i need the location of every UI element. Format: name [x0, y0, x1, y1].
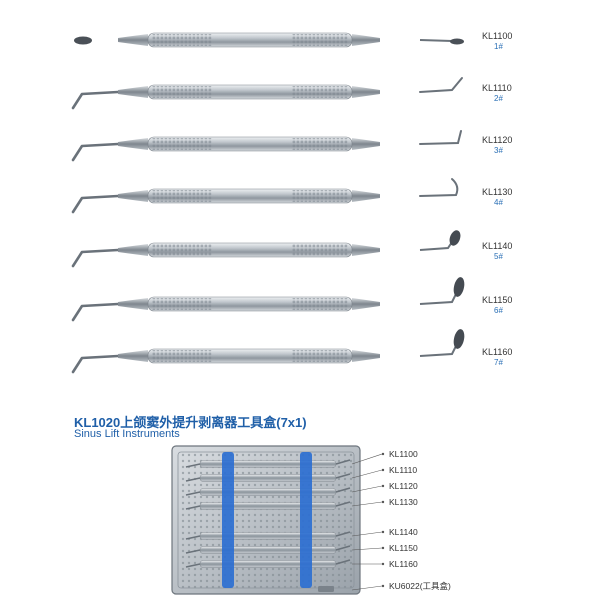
- instrument-number: 7#: [494, 358, 503, 367]
- instrument-number: 1#: [494, 42, 503, 51]
- kit-title: KL1020上颌窦外提升剥离器工具盒(7x1): [74, 415, 307, 430]
- silicone-holder-left: [222, 452, 234, 588]
- right-working-tip: [380, 277, 465, 306]
- right-working-tip: [380, 329, 465, 358]
- tray-instrument: [185, 487, 351, 496]
- knurled-handle: [147, 136, 353, 152]
- tray-callout: KL1120: [351, 481, 418, 493]
- tray-callout: KL1130: [351, 497, 418, 507]
- tray-callout: KL1110: [351, 465, 417, 479]
- left-working-tip: [71, 248, 120, 268]
- tray-callout: KL1150: [351, 543, 418, 553]
- shaft: [118, 34, 380, 46]
- right-working-tip: [380, 77, 463, 94]
- left-working-tip: [71, 302, 120, 322]
- kit-subtitle: Sinus Lift Instruments: [74, 428, 180, 440]
- tray-callout: KL1160: [352, 559, 418, 569]
- instrument-code: KL1160: [482, 347, 512, 357]
- tray-callout: KL1100: [351, 449, 418, 465]
- shaft: [118, 138, 380, 150]
- shaft: [118, 244, 380, 256]
- tray-callout-label: KL1140: [389, 527, 418, 537]
- instrument-code: KL1130: [482, 187, 512, 197]
- tray-callout-label: KL1160: [389, 559, 418, 569]
- instrument-number: 4#: [494, 198, 503, 207]
- instrument-tray-diagram: KL1100KL1110KL1120KL1130KL1140KL1150KL11…: [171, 445, 451, 595]
- tray-callout-label: KL1120: [389, 481, 418, 491]
- knurled-handle: [147, 296, 353, 312]
- instrument-number: 3#: [494, 146, 503, 155]
- left-working-tip: [71, 90, 120, 110]
- left-working-tip: [71, 142, 120, 162]
- instrument-number: 5#: [494, 252, 503, 261]
- tray-instrument: [185, 501, 351, 510]
- tray-callout-label: KL1110: [389, 465, 417, 475]
- left-working-tip: [71, 354, 120, 374]
- shaft: [118, 350, 380, 362]
- tray-instrument: [185, 459, 351, 468]
- tray-instrument: [185, 531, 351, 540]
- tray-callout-label: KL1150: [389, 543, 418, 553]
- instrument-number: 2#: [494, 94, 503, 103]
- knurled-handle: [147, 188, 353, 204]
- right-working-tip: [380, 230, 461, 252]
- instrument-number: 6#: [494, 306, 503, 315]
- tray-instrument: [185, 473, 351, 482]
- shaft: [118, 86, 380, 98]
- left-working-tip: [71, 194, 120, 214]
- right-working-tip: [380, 38, 464, 45]
- right-working-tip: [380, 178, 459, 198]
- instrument-code: KL1150: [482, 295, 512, 305]
- instrument-code: KL1140: [482, 241, 512, 251]
- tray-callout-label: KL1130: [389, 497, 418, 507]
- shaft: [118, 190, 380, 202]
- tray-latch: [318, 586, 334, 592]
- tray-instrument: [185, 559, 351, 568]
- instrument-code: KL1120: [482, 135, 512, 145]
- knurled-handle: [147, 242, 353, 258]
- knurled-handle: [147, 84, 353, 100]
- instrument-code: KL1100: [482, 31, 512, 41]
- knurled-handle: [147, 348, 353, 364]
- knurled-handle: [147, 32, 353, 48]
- tray-box: [171, 445, 361, 595]
- right-working-tip: [380, 130, 462, 146]
- silicone-holder-right: [300, 452, 312, 588]
- tray-callout: KL1140: [351, 527, 418, 537]
- tray-callout-label: KL1100: [389, 449, 418, 459]
- tray-callout-label: KU6022(工具盒): [389, 581, 451, 591]
- tray-callout: KU6022(工具盒): [351, 581, 451, 591]
- tray-instrument: [185, 545, 351, 554]
- instrument-code: KL1110: [482, 83, 512, 93]
- left-working-tip: [74, 36, 120, 45]
- shaft: [118, 298, 380, 310]
